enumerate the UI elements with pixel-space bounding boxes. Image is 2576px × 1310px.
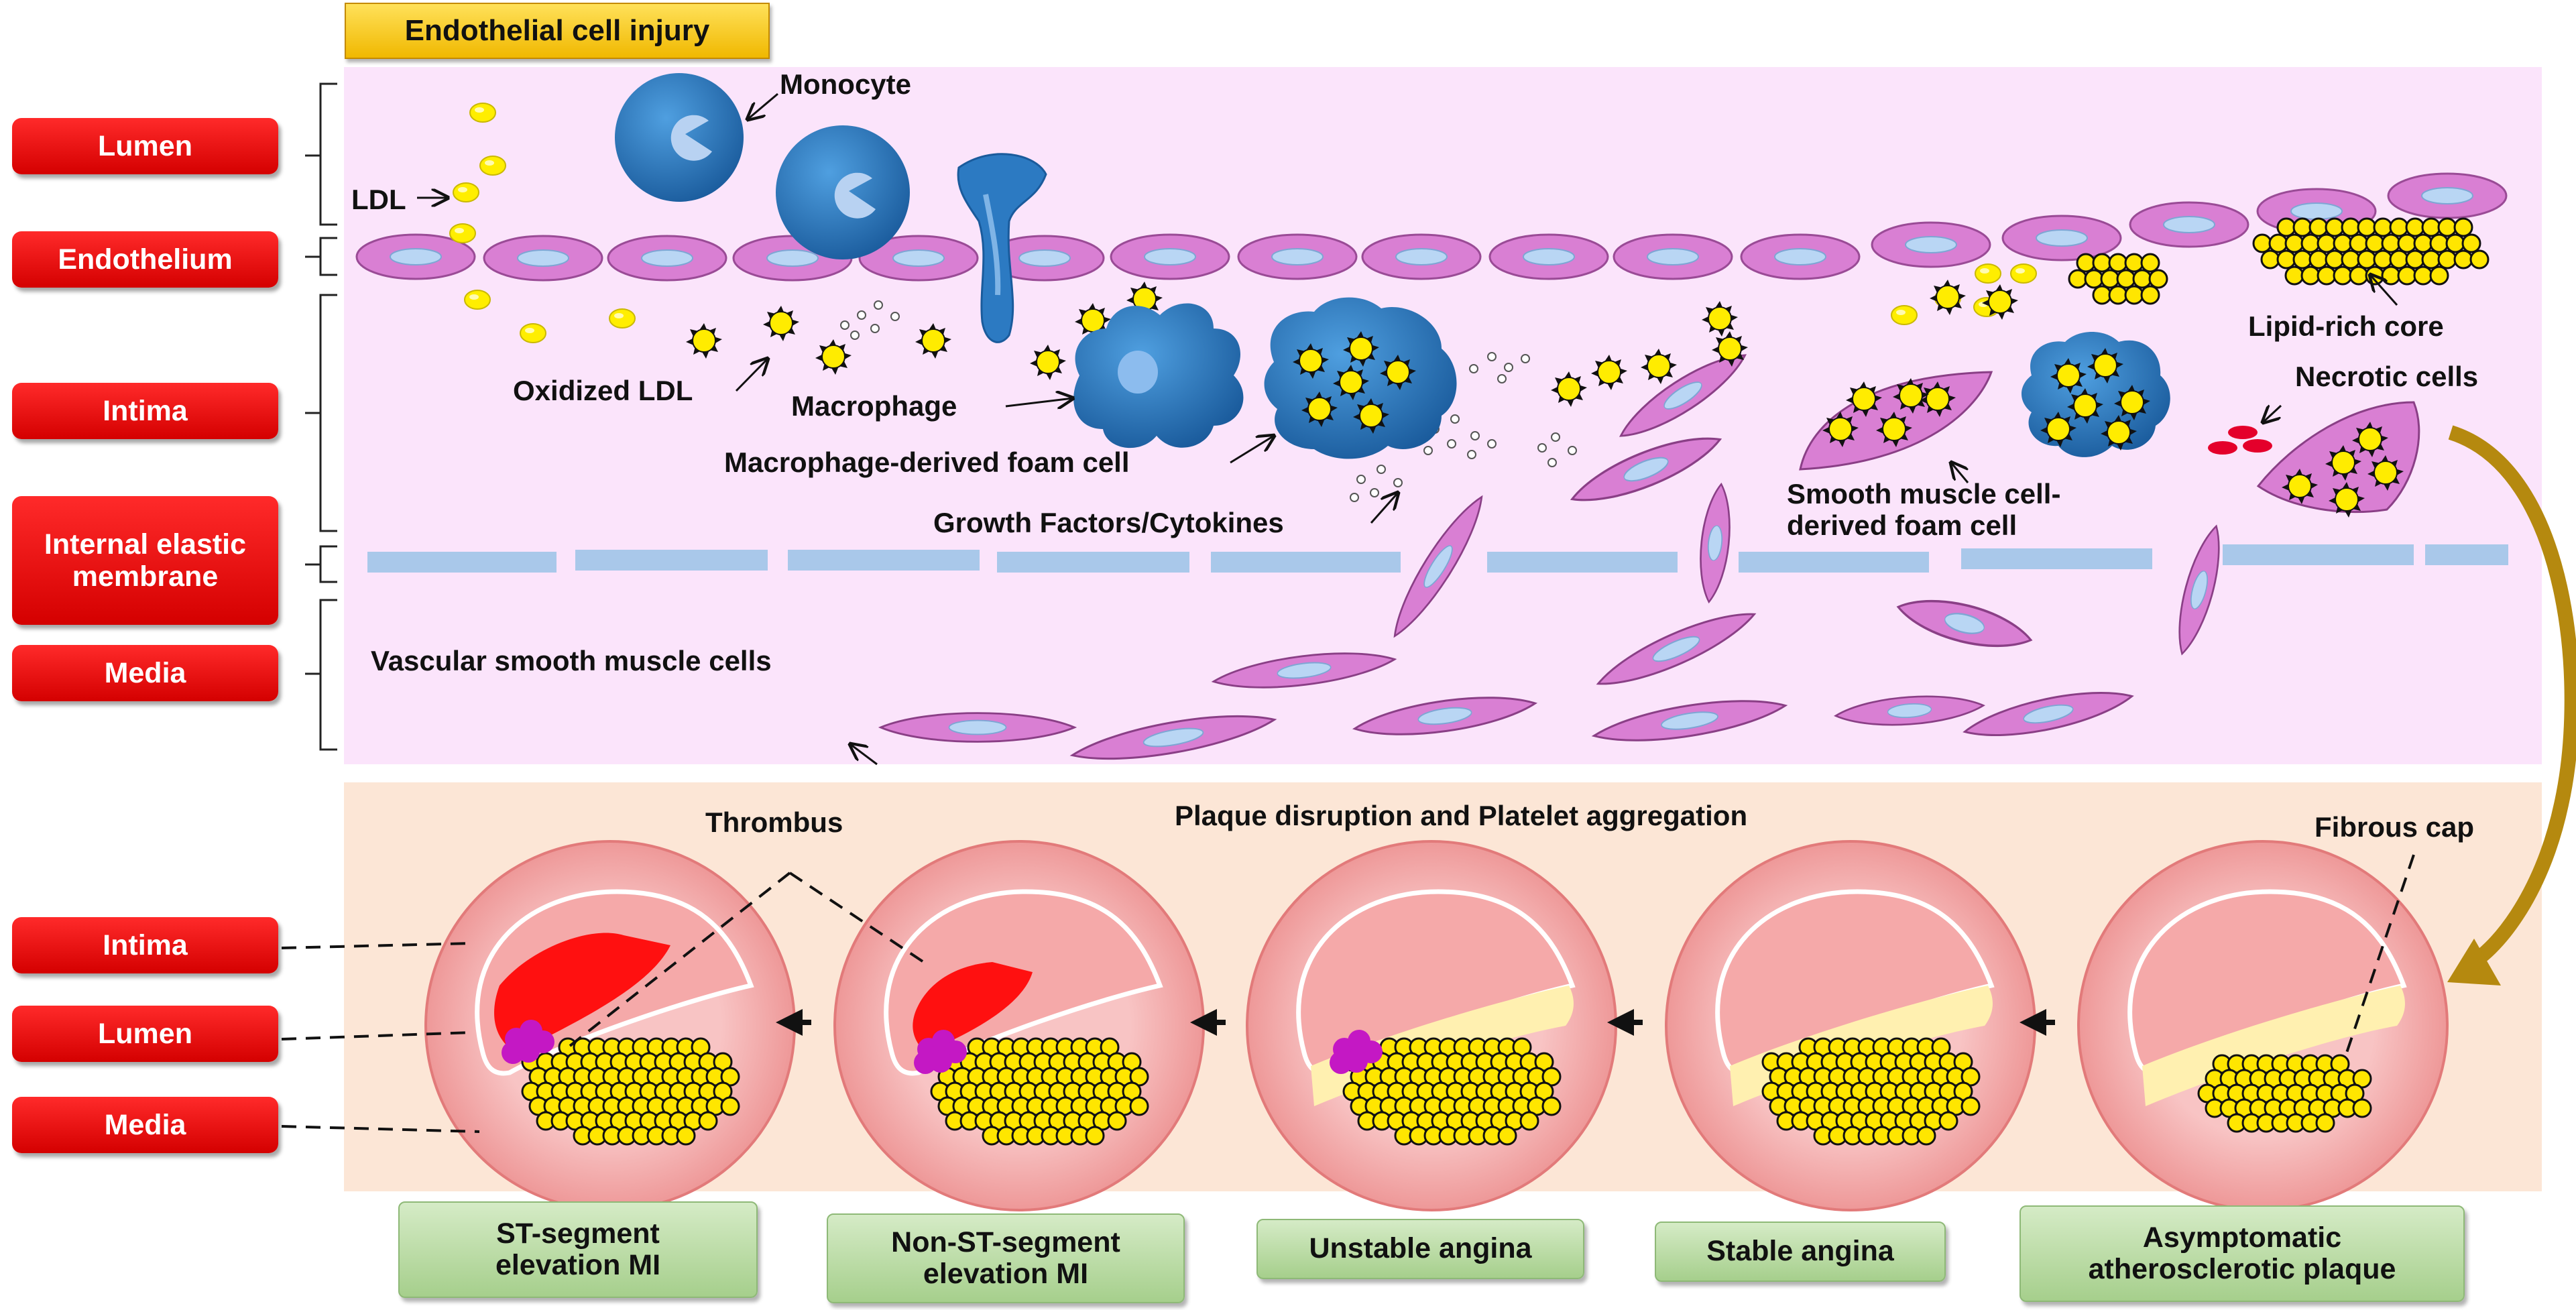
endothelial-cell: [2129, 201, 2249, 248]
label-ldl: LDL: [351, 184, 406, 215]
endothelial-cell: [1613, 233, 1733, 280]
stage-stable-angina: Stable angina: [1655, 1222, 1946, 1282]
artery-cross-section: [1665, 840, 2036, 1211]
artery-cross-section: [424, 840, 796, 1211]
label-macrophage: Macrophage: [791, 390, 957, 422]
label-media-upper: Media: [12, 645, 278, 701]
label-thrombus: Thrombus: [705, 807, 843, 838]
label-lumen-lower: Lumen: [12, 1006, 278, 1062]
stage-stemi-line2: elevation MI: [495, 1249, 661, 1281]
endothelial-cell: [607, 235, 727, 282]
endothelial-cell: [1871, 221, 1991, 268]
stage-asymptomatic-line2: atherosclerotic plaque: [2088, 1253, 2396, 1285]
artery-cross-section: [1246, 840, 1617, 1211]
stage-nstemi-line1: Non-ST-segment: [891, 1226, 1120, 1258]
stage-unstable-angina-label: Unstable angina: [1309, 1232, 1532, 1265]
artery-cross-section: [2077, 840, 2449, 1211]
endothelial-cell: [1488, 233, 1609, 280]
endothelial-cell: [2387, 172, 2508, 219]
label-oxidized-ldl: Oxidized LDL: [513, 375, 693, 406]
endothelial-cell: [1740, 233, 1861, 280]
stage-asymptomatic-line1: Asymptomatic: [2142, 1221, 2342, 1254]
endothelial-cell: [1110, 233, 1230, 280]
label-plaque-disruption: Plaque disruption and Platelet aggregati…: [1175, 800, 1748, 831]
label-monocyte: Monocyte: [780, 68, 912, 100]
endothelial-cell: [1361, 233, 1482, 280]
label-endothelium: Endothelium: [12, 231, 278, 288]
label-necrotic-cells: Necrotic cells: [2295, 361, 2479, 392]
label-lipid-rich-core: Lipid-rich core: [2248, 310, 2444, 342]
stage-unstable-angina: Unstable angina: [1256, 1219, 1584, 1279]
label-media-lower: Media: [12, 1097, 278, 1153]
title-box: Endothelial cell injury: [345, 3, 770, 59]
label-intima-upper: Intima: [12, 383, 278, 439]
label-fibrous-cap: Fibrous cap: [2315, 811, 2475, 843]
endothelial-cell: [483, 235, 603, 282]
stage-nstemi-line2: elevation MI: [923, 1258, 1089, 1290]
label-vsmc: Vascular smooth muscle cells: [371, 645, 772, 676]
endothelial-cell: [1237, 233, 1358, 280]
label-lumen-upper: Lumen: [12, 118, 278, 174]
label-macrophage-foam-cell: Macrophage-derived foam cell: [724, 446, 1130, 478]
stage-stable-angina-label: Stable angina: [1706, 1235, 1894, 1268]
artery-cross-section: [833, 840, 1205, 1211]
label-growth-factors: Growth Factors/Cytokines: [933, 507, 1284, 538]
label-smc-foam-cell-line2: derived foam cell: [1787, 510, 2017, 541]
label-intima-lower: Intima: [12, 917, 278, 973]
label-smc-foam-cell-line1: Smooth muscle cell-: [1787, 478, 2061, 510]
stage-stemi-line1: ST-segment: [496, 1217, 660, 1250]
label-internal-elastic-membrane: Internal elastic membrane: [12, 496, 278, 625]
